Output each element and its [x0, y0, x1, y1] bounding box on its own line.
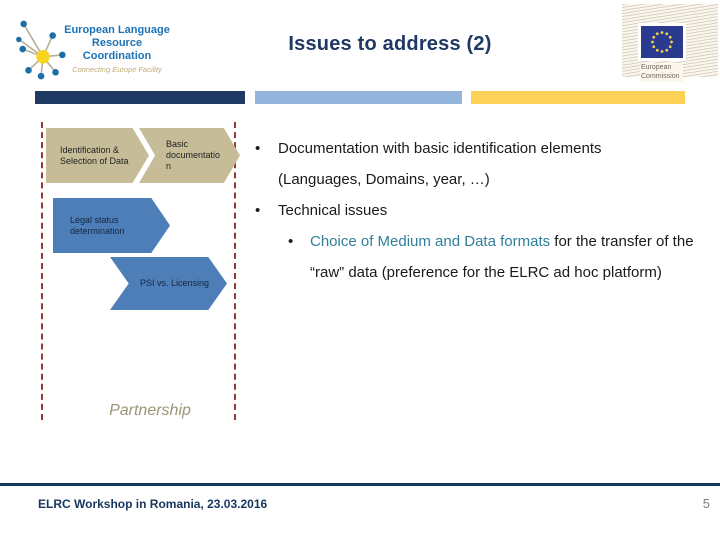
partnership-caption: Partnership	[109, 402, 191, 419]
accent-bar-dark-blue	[35, 91, 245, 104]
footer-divider	[0, 483, 720, 486]
ec-caption-line1: European	[641, 64, 672, 71]
process-step-legal-status: Legal status determination	[53, 198, 170, 253]
process-step-label: PSI vs. Licensing	[140, 278, 210, 288]
dashed-guide-left	[41, 122, 43, 420]
bullet-item-documentation-continuation: (Languages, Domains, year, …)	[255, 164, 717, 195]
page-title: Issues to address (2)	[288, 33, 492, 55]
bullet-text: Documentation with basic identification …	[278, 140, 602, 157]
accent-bar-yellow	[471, 91, 685, 104]
process-step-basic-documentation: Basic documentation	[139, 128, 240, 183]
process-step-psi-licensing: PSI vs. Licensing	[110, 257, 227, 310]
elrc-name-line1: European Language	[64, 24, 170, 36]
process-step-label: Identification & Selection of Data	[60, 144, 129, 166]
elrc-tagline: Connecting Europe Facility	[72, 65, 162, 74]
page-number: 5	[702, 496, 710, 511]
process-step-label: Basic documentation	[166, 139, 221, 171]
dashed-guide-right	[234, 122, 236, 420]
bullet-marker: •	[255, 202, 261, 219]
accent-bar-light-blue	[255, 91, 462, 104]
sub-bullet-text: Choice of Medium and Data formats for th…	[310, 226, 717, 288]
elrc-logo: European Language Resource Coordination …	[10, 10, 175, 90]
ec-caption: European Commission	[640, 63, 683, 82]
process-step-label: Legal status determination	[70, 214, 125, 236]
elrc-name-line2: Resource Coordination	[82, 37, 152, 62]
elrc-network-icon	[16, 20, 66, 80]
eu-flag-icon	[641, 26, 683, 58]
bullet-text: Technical issues	[278, 202, 388, 219]
sub-bullet-item-choice-of-medium: • Choice of Medium and Data formats for …	[255, 226, 717, 288]
sub-bullet-rest: for the transfer of the “raw” data (pref…	[310, 233, 694, 281]
elrc-logo-text: European Language Resource Coordination …	[58, 24, 176, 74]
bullet-list: • Documentation with basic identificatio…	[255, 133, 717, 288]
sub-bullet-highlight: Choice of Medium and Data formats	[310, 233, 551, 250]
footer-text: ELRC Workshop in Romania, 23.03.2016	[38, 497, 268, 511]
bullet-item-technical-issues: • Technical issues	[255, 195, 717, 226]
bullet-item-documentation: • Documentation with basic identificatio…	[255, 133, 717, 164]
bullet-text: (Languages, Domains, year, …)	[278, 171, 490, 188]
ec-caption-line2: Commission	[641, 72, 680, 80]
bullet-marker: •	[255, 140, 261, 157]
process-step-identification: Identification & Selection of Data	[46, 128, 149, 183]
sub-bullet-marker: •	[288, 233, 294, 250]
european-commission-logo: European Commission	[620, 0, 720, 92]
